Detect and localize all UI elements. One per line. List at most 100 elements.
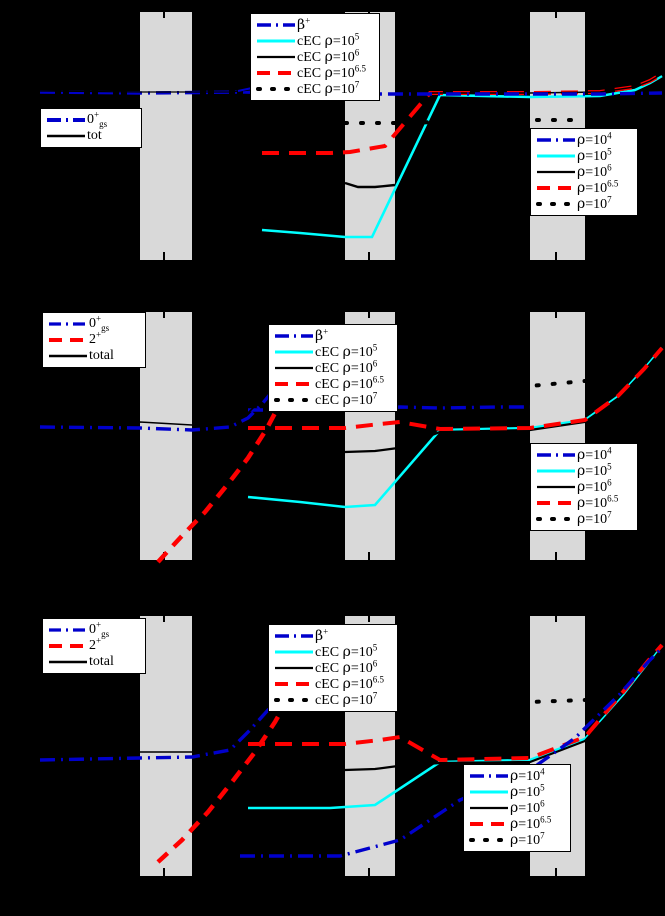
legend-label: 2+ [89,329,102,347]
legend-label: ρ=106 [577,161,612,180]
legend-swatch-cec6 [255,49,297,65]
legend-swatch-rho4 [535,447,577,463]
legend-row: 2+ [47,635,114,654]
legend-swatch-beta [273,628,315,644]
legend-row: cEC ρ=106 [273,358,384,376]
band-tick [163,252,165,260]
band-tick [555,616,557,622]
legend-row: ρ=107 [468,829,551,848]
legend-label: 0+gs [87,109,108,129]
legend-label: tot [87,128,102,143]
legend-label: ρ=106 [510,797,545,816]
band-tick [368,252,370,260]
legend-label: β+ [315,325,329,344]
legend-row: cEC ρ=105 [273,342,384,360]
legend-modes-panel-2: β+ cEC ρ=105 cEC ρ=106 [268,324,398,412]
legend-row: ρ=106 [468,797,551,816]
legend-label: cEC ρ=106.5 [315,673,384,692]
shaded-band-1 [140,616,192,876]
legend-label: ρ=107 [510,829,545,848]
legend-label: total [89,654,114,669]
legend-swatch-rho7 [468,832,510,848]
legend-swatch-cec65 [273,376,315,392]
legend-row: cEC ρ=107 [273,389,384,408]
panel-3-curves [39,643,664,864]
legend-row: β+ [273,325,384,344]
band-tick [555,12,557,18]
panel-1: 0+gs tot β+ [0,0,665,262]
band-tick [163,868,165,876]
legend-row: ρ=107 [535,509,618,527]
legend-swatch-rho6 [535,164,577,180]
legend-label: cEC ρ=106 [315,657,378,676]
legend-row: 0+gs [47,620,114,638]
legend-swatch-rho4 [468,768,510,784]
legend-swatch-rho5 [535,148,577,164]
band-tick [163,616,165,622]
shaded-band-1 [140,12,192,260]
band-tick [555,868,557,876]
legend-states-panel-3: 0+gs 2+ total [42,618,146,674]
legend-states-panel-2: 0+gs 2+ total [42,312,146,368]
legend-row: ρ=105 [468,782,551,800]
curve-cec-1e5 [248,645,664,810]
legend-swatch-rho7 [535,511,577,527]
legend-row: ρ=107 [535,193,618,212]
legend-label: ρ=104 [577,129,612,148]
legend-row: β+ [273,626,384,644]
legend-label: ρ=106 [577,476,612,495]
legend-swatch-rho4 [535,132,577,148]
legend-swatch-2plus [47,638,89,654]
band-tick [163,312,165,318]
panel-3: 0+gs 2+ total [0,604,665,916]
band-tick [555,552,557,560]
legend-label: cEC ρ=107 [315,389,378,408]
legend-label: cEC ρ=106 [297,46,360,65]
legend-label: 2+ [89,635,102,653]
legend-label: ρ=106.5 [577,492,619,511]
legend-label: ρ=107 [577,193,612,212]
legend-row: ρ=104 [535,129,618,148]
legend-row: 0+gs [47,314,114,332]
legend-label: ρ=106.5 [510,813,552,832]
legend-label: cEC ρ=106.5 [297,62,366,81]
legend-swatch-2plus [47,332,89,348]
legend-swatch-cec5 [255,33,297,49]
legend-swatch-0gs [47,622,89,638]
legend-row: cEC ρ=106 [273,657,384,676]
legend-swatch-0gs [47,316,89,332]
legend-swatch-rho65 [468,816,510,832]
legend-modes-panel-1: β+ cEC ρ=105 cEC ρ=106 [250,13,380,101]
legend-modes-panel-3: β+ cEC ρ=105 cEC ρ=106 [268,624,398,712]
legend-swatch-cec7 [255,81,297,97]
legend-states-panel-1: 0+gs tot [40,108,142,148]
legend-row: cEC ρ=106 [255,46,366,65]
legend-row: ρ=104 [468,766,551,784]
legend-swatch-rho65 [535,180,577,196]
curve-cec-1e65 [248,346,664,432]
legend-row: cEC ρ=106.5 [273,374,384,392]
curve-cec-1e7 [343,118,585,125]
legend-swatch-tot [45,128,87,144]
legend-row: cEC ρ=106.5 [255,62,366,81]
legend-swatch-beta [255,17,297,33]
legend-swatch-rho5 [535,463,577,479]
band-tick [368,312,370,318]
legend-row: total [47,348,114,364]
legend-swatch-rho6 [468,800,510,816]
legend-swatch-rho65 [535,495,577,511]
curve-cec-1e65 [248,643,664,763]
legend-swatch-rho6 [535,479,577,495]
legend-label: ρ=104 [577,444,612,463]
legend-row: cEC ρ=106.5 [273,673,384,692]
legend-row: ρ=106 [535,161,618,180]
legend-label: ρ=105 [577,145,612,164]
legend-swatch-cec5 [273,344,315,360]
legend-label: cEC ρ=105 [297,30,360,49]
legend-row: ρ=106.5 [535,492,619,511]
curve-cec-1e5 [261,74,663,239]
legend-row: cEC ρ=105 [255,30,366,49]
legend-swatch-cec5 [273,644,315,660]
legend-row: tot [45,128,107,144]
